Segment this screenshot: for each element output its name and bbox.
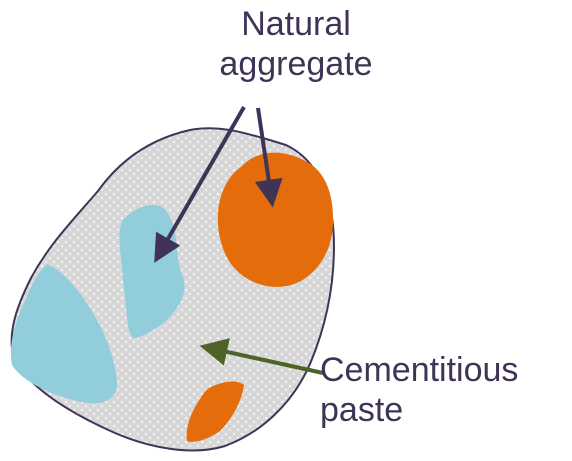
cementitious-paste-label: Cementitious paste: [320, 350, 570, 430]
natural-aggregate-label: Natural aggregate: [196, 4, 396, 84]
orange-aggregate-top: [218, 153, 333, 287]
